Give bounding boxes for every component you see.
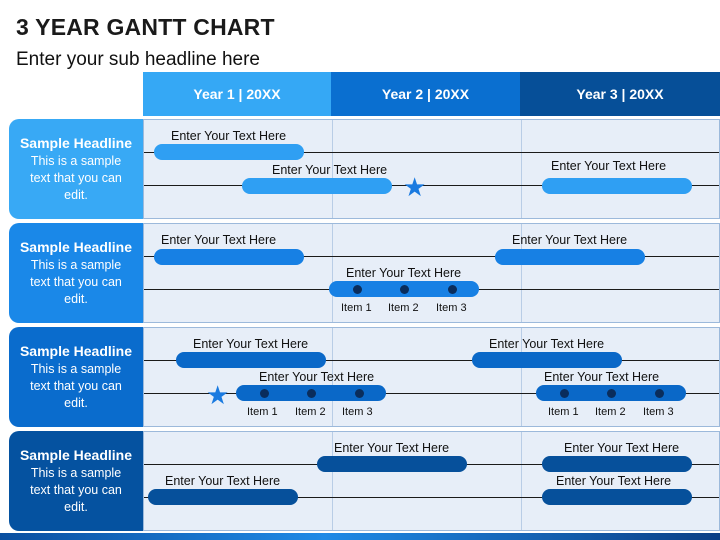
milestone-item: Item 3 (436, 302, 467, 314)
footer-strip (0, 533, 720, 540)
row-3-text: This is a sample text that you can edit. (30, 362, 122, 410)
row-4-sidebar: Sample Headline This is a sample text th… (9, 431, 143, 531)
year-divider (521, 328, 522, 426)
year-header-2: Year 2 | 20XX (331, 72, 520, 116)
row-3-line-top (144, 360, 719, 361)
row-2-line-top (144, 256, 719, 257)
page-title: 3 YEAR GANTT CHART (16, 14, 275, 40)
year-divider (332, 120, 333, 218)
row-3-panel: Enter Your Text Here Enter Your Text Her… (143, 327, 720, 427)
milestone-dot (260, 389, 269, 398)
year-header-3: Year 3 | 20XX (520, 72, 720, 116)
task-label: Enter Your Text Here (193, 337, 309, 351)
row-2-panel: Enter Your Text Here Enter Your Text Her… (143, 223, 720, 323)
year-divider (332, 328, 333, 426)
task-label: Enter Your Text Here (564, 441, 680, 455)
task-label: Enter Your Text Here (334, 441, 450, 455)
milestone-item: Item 3 (643, 406, 674, 418)
task-label: Enter Your Text Here (512, 233, 628, 247)
milestone-dot (655, 389, 664, 398)
year-divider (521, 224, 522, 322)
milestone-dot (607, 389, 616, 398)
task-bar (154, 249, 304, 265)
task-bar (242, 178, 392, 194)
row-4-line-bottom (144, 497, 719, 498)
task-label: Enter Your Text Here (556, 474, 672, 488)
row-1-line-bottom (144, 185, 719, 186)
row-2-text: This is a sample text that you can edit. (30, 258, 122, 306)
year-divider (521, 120, 522, 218)
milestone-dot (560, 389, 569, 398)
milestone-item: Item 2 (595, 406, 626, 418)
task-label: Enter Your Text Here (259, 370, 375, 384)
task-label: Enter Your Text Here (489, 337, 605, 351)
milestone-dot (353, 285, 362, 294)
page-subtitle: Enter your sub headline here (16, 49, 260, 70)
year-header-1: Year 1 | 20XX (143, 72, 331, 116)
task-label: Enter Your Text Here (272, 163, 388, 177)
milestone-item: Item 2 (295, 406, 326, 418)
milestone-dot (307, 389, 316, 398)
row-2-headline: Sample Headline (19, 239, 133, 255)
task-bar (542, 489, 692, 505)
milestone-dot (448, 285, 457, 294)
task-bar (154, 144, 304, 160)
milestone-item: Item 1 (341, 302, 372, 314)
year-divider (332, 432, 333, 530)
row-4-headline: Sample Headline (19, 447, 133, 463)
task-label: Enter Your Text Here (551, 159, 667, 173)
row-3-sidebar: Sample Headline This is a sample text th… (9, 327, 143, 427)
task-bar (495, 249, 645, 265)
year-divider (521, 432, 522, 530)
row-2-sidebar: Sample Headline This is a sample text th… (9, 223, 143, 323)
row-1-panel: Enter Your Text Here Enter Your Text Her… (143, 119, 720, 219)
task-label: Enter Your Text Here (544, 370, 660, 384)
milestone-dot (400, 285, 409, 294)
task-bar (542, 178, 692, 194)
milestone-item: Item 3 (342, 406, 373, 418)
task-bar (472, 352, 622, 368)
row-3-line-bottom (144, 393, 719, 394)
task-bar (542, 456, 692, 472)
row-1-line-top (144, 152, 719, 153)
row-1-text: This is a sample text that you can edit. (30, 154, 122, 202)
task-label: Enter Your Text Here (165, 474, 281, 488)
milestone-item: Item 1 (247, 406, 278, 418)
task-label: Enter Your Text Here (161, 233, 277, 247)
task-bar (148, 489, 298, 505)
row-3-headline: Sample Headline (19, 343, 133, 359)
task-label: Enter Your Text Here (171, 129, 287, 143)
task-bar (176, 352, 326, 368)
star-icon: ★ (403, 172, 427, 202)
row-1-sidebar: Sample Headline This is a sample text th… (9, 119, 143, 219)
year-divider (332, 224, 333, 322)
milestone-dot (355, 389, 364, 398)
milestone-item: Item 2 (388, 302, 419, 314)
task-bar (317, 456, 467, 472)
milestone-item: Item 1 (548, 406, 579, 418)
task-label: Enter Your Text Here (346, 266, 462, 280)
row-1-headline: Sample Headline (19, 135, 133, 151)
row-4-panel: Enter Your Text Here Enter Your Text Her… (143, 431, 720, 531)
star-icon: ★ (206, 380, 230, 410)
row-4-text: This is a sample text that you can edit. (30, 466, 122, 514)
